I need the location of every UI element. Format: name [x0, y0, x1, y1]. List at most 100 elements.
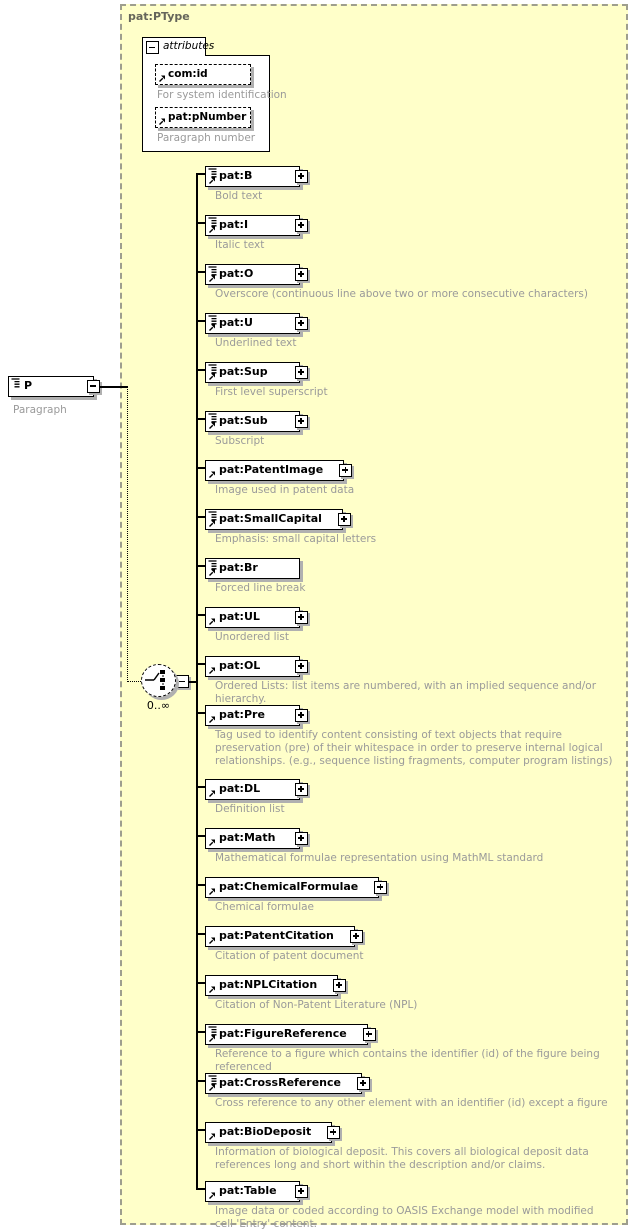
schema-element-box[interactable]: pat:OL: [205, 656, 308, 677]
expand-icon[interactable]: [295, 365, 308, 379]
element-reference-icon: [209, 1084, 215, 1091]
expand-icon[interactable]: [339, 463, 353, 477]
schema-element-box[interactable]: pat:SmallCapital: [205, 509, 351, 530]
element-caption: Mathematical formulae representation usi…: [215, 852, 544, 864]
schema-element-box[interactable]: pat:Sup: [205, 362, 308, 383]
attribute-caption: Paragraph number: [157, 132, 256, 144]
element-name: pat:UL: [219, 610, 260, 623]
schema-element-box[interactable]: pat:UL: [205, 607, 308, 628]
expand-icon[interactable]: [327, 1125, 341, 1139]
element-caption: Bold text: [215, 190, 263, 202]
expand-icon[interactable]: [374, 880, 388, 894]
schema-element-box[interactable]: pat:CrossReference: [205, 1073, 370, 1094]
collapse-icon[interactable]: [176, 675, 189, 688]
element-name: pat:CrossReference: [219, 1076, 341, 1089]
expand-icon[interactable]: [295, 218, 308, 232]
connector-spine: [196, 174, 198, 1190]
connector-line: [189, 681, 197, 683]
schema-element-box[interactable]: pat:Br: [205, 558, 300, 579]
schema-element-box[interactable]: pat:Math: [205, 828, 308, 849]
attribute-caption: For system identification: [157, 89, 287, 101]
collapse-icon[interactable]: [87, 379, 100, 393]
element-caption: Chemical formulae: [215, 901, 315, 913]
root-element-box-p[interactable]: P: [8, 376, 100, 397]
expand-icon[interactable]: [295, 659, 308, 673]
choice-compositor-icon[interactable]: [141, 664, 176, 697]
element-reference-icon: [209, 226, 215, 233]
element-caption: Italic text: [215, 239, 265, 251]
element-name: pat:U: [219, 316, 253, 329]
connector-stub: [196, 467, 205, 469]
element-reference-icon: [209, 888, 215, 895]
element-caption: Image data or coded according to OASIS E…: [215, 1205, 594, 1230]
schema-element-box[interactable]: pat:Pre: [205, 705, 308, 726]
expand-icon[interactable]: [333, 978, 347, 992]
element-reference-icon: [209, 1192, 215, 1199]
schema-element-box[interactable]: pat:PatentCitation: [205, 926, 363, 947]
connector-line: [100, 386, 127, 388]
schema-element-box[interactable]: pat:NPLCitation: [205, 975, 347, 996]
schema-element-row: pat:B Bold text: [196, 164, 308, 202]
connector-stub: [196, 1188, 205, 1190]
expand-icon[interactable]: [295, 610, 308, 624]
schema-element-box[interactable]: pat:ChemicalFormulae: [205, 877, 388, 898]
expand-icon[interactable]: [295, 267, 308, 281]
element-name: pat:PatentImage: [219, 463, 324, 476]
element-name: pat:BioDeposit: [219, 1125, 312, 1138]
expand-icon[interactable]: [295, 169, 308, 183]
schema-element-box[interactable]: pat:Sub: [205, 411, 308, 432]
expand-icon[interactable]: [349, 929, 363, 943]
element-reference-icon: [209, 471, 215, 478]
connector-stub: [196, 516, 205, 518]
connector-stub: [196, 982, 205, 984]
schema-element-row: pat:I Italic text: [196, 213, 308, 251]
schema-element-row: pat:PatentCitation Citation of patent do…: [196, 924, 363, 962]
expand-icon[interactable]: [337, 512, 351, 526]
schema-element-box[interactable]: pat:I: [205, 215, 308, 236]
ptype-title: pat:PType: [128, 10, 190, 23]
schema-element-row: pat:Br Forced line break: [196, 556, 305, 594]
attribute-name: pat:pNumber: [168, 111, 247, 123]
schema-element-box[interactable]: pat:BioDeposit: [205, 1122, 341, 1143]
occurrence-label: 0..∞: [146, 699, 171, 712]
schema-element-box[interactable]: pat:B: [205, 166, 308, 187]
schema-element-box[interactable]: pat:Table: [205, 1181, 308, 1202]
element-name: pat:Br: [219, 561, 258, 574]
schema-element-box[interactable]: pat:O: [205, 264, 308, 285]
element-reference-icon: [209, 716, 215, 723]
expand-icon[interactable]: [356, 1076, 370, 1090]
schema-element-row: pat:DL Definition list: [196, 777, 308, 815]
schema-element-box[interactable]: pat:U: [205, 313, 308, 334]
attribute-box-pat-pnumber[interactable]: pat:pNumber: [155, 107, 251, 128]
expand-icon[interactable]: [295, 831, 308, 845]
connector-stub: [196, 1129, 205, 1131]
schema-element-row: pat:Table Image data or coded according …: [196, 1179, 594, 1230]
element-reference-icon: [209, 937, 215, 944]
expand-icon[interactable]: [362, 1027, 376, 1041]
expand-icon[interactable]: [295, 414, 308, 428]
attribute-reference-icon: [159, 75, 165, 82]
text-content-icon: [11, 378, 20, 388]
connector-stub: [196, 1080, 205, 1082]
schema-element-row: pat:ChemicalFormulae Chemical formulae: [196, 875, 388, 913]
schema-element-row: pat:CrossReference Cross reference to an…: [196, 1071, 608, 1109]
element-name: pat:OL: [219, 659, 261, 672]
element-reference-icon: [209, 986, 215, 993]
element-name: pat:Sup: [219, 365, 268, 378]
expand-icon[interactable]: [295, 1184, 308, 1198]
collapse-icon[interactable]: [146, 41, 159, 54]
element-reference-icon: [209, 667, 215, 674]
expand-icon[interactable]: [295, 708, 308, 722]
expand-icon[interactable]: [295, 782, 308, 796]
schema-element-box[interactable]: pat:DL: [205, 779, 308, 800]
schema-element-box[interactable]: pat:FigureReference: [205, 1024, 376, 1045]
element-caption: Ordered Lists: list items are numbered, …: [215, 680, 597, 705]
connector-stub: [196, 222, 205, 224]
element-name: pat:ChemicalFormulae: [219, 880, 359, 893]
attribute-box-com-id[interactable]: com:id: [155, 64, 251, 85]
schema-element-box[interactable]: pat:PatentImage: [205, 460, 353, 481]
expand-icon[interactable]: [295, 316, 308, 330]
attributes-tab[interactable]: attributes: [142, 37, 214, 56]
root-element-name: P: [24, 379, 33, 392]
